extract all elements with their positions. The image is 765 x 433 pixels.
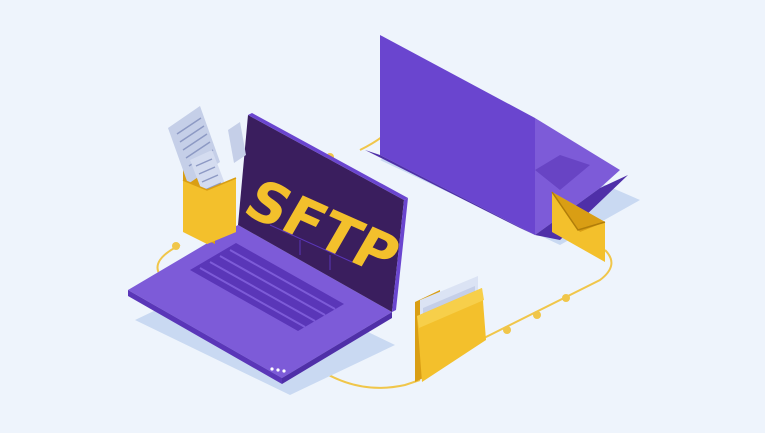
- folder-icon-left: [168, 106, 246, 244]
- laptop-icon-front: SFTP: [128, 113, 410, 384]
- folder-icon-bottom: [415, 276, 486, 382]
- envelope-icon: [551, 191, 606, 262]
- keyboard: [190, 243, 344, 331]
- screen-grid: [269, 224, 353, 270]
- keyboard-keys: [199, 249, 336, 328]
- status-dots: [270, 367, 286, 373]
- laptop-screen: [238, 115, 404, 312]
